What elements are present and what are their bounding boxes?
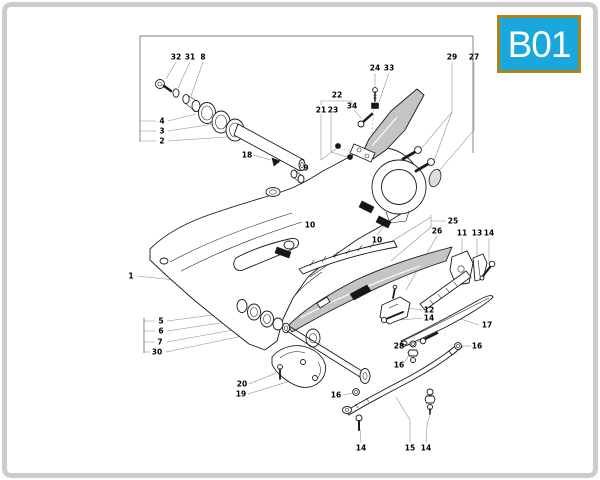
- chain-guide-assembly: [335, 87, 425, 163]
- leader-lines: [136, 61, 490, 444]
- part-label-14: 14: [484, 229, 494, 238]
- screw-24: [372, 87, 378, 102]
- drawing-code-badge: B01: [497, 15, 581, 73]
- part-label-18: 18: [242, 151, 252, 160]
- part-label-2: 2: [159, 137, 164, 146]
- part-label-16: 16: [394, 361, 404, 370]
- chain-sliders: [287, 240, 453, 333]
- part-label-27: 27: [469, 53, 479, 62]
- part-label-7: 7: [157, 338, 162, 347]
- part-label-6: 6: [158, 327, 163, 336]
- brake-stay-bracket: [449, 250, 496, 286]
- part-label-25: 25: [448, 217, 458, 226]
- chain-adjuster: [379, 284, 411, 325]
- bushing-10-upper: [358, 200, 375, 214]
- bolt-20: [277, 364, 283, 380]
- part-label-8: 8: [200, 53, 205, 62]
- grease-nipple-18: [271, 157, 281, 167]
- gasket-27: [428, 168, 442, 188]
- part-label-16: 16: [331, 391, 341, 400]
- part-label-21: 21: [316, 106, 326, 115]
- part-label-28: 28: [394, 342, 404, 351]
- part-label-19: 19: [236, 390, 246, 399]
- part-label-26: 26: [432, 227, 442, 236]
- part-label-13: 13: [472, 229, 482, 238]
- part-label-33: 33: [384, 64, 394, 73]
- nut-33: [371, 102, 379, 109]
- part-label-22: 22: [332, 91, 342, 100]
- bushing-10-left: [274, 240, 295, 259]
- pin-21: [335, 143, 341, 149]
- part-label-32: 32: [171, 53, 181, 62]
- pivot-shaft-assembly: [155, 79, 306, 184]
- bolt-14-right: [479, 260, 496, 281]
- lower-chain-guard: [400, 295, 494, 348]
- drawing-code: B01: [507, 23, 572, 65]
- part-label-17: 17: [482, 321, 492, 330]
- part-label-14: 14: [424, 314, 434, 323]
- bottom-bolts-14: [355, 388, 436, 431]
- part-label-30: 30: [152, 348, 162, 357]
- part-label-5: 5: [158, 317, 163, 326]
- guard-bolt-28: [419, 331, 439, 345]
- diagram-frame: [139, 35, 474, 353]
- pivot-ring: [371, 159, 427, 224]
- pivot-clamp-bolts: [401, 146, 435, 173]
- pin-23: [347, 154, 353, 160]
- part-label-4: 4: [159, 117, 164, 126]
- part-label-3: 3: [159, 127, 164, 136]
- bushing-9: [290, 169, 305, 184]
- swingarm-body: [149, 146, 427, 351]
- part-label-11: 11: [457, 229, 467, 238]
- washers-16: [352, 340, 462, 396]
- part-label-12: 12: [424, 306, 434, 315]
- bushing-10-lower: [375, 215, 392, 229]
- part-label-34: 34: [347, 102, 357, 111]
- part-label-29: 29: [447, 53, 457, 62]
- part-label-9: 9: [303, 164, 308, 173]
- rear-bearing-stack: [236, 299, 371, 384]
- part-label-20: 20: [237, 380, 247, 389]
- chain-guard-bracket: [271, 345, 327, 388]
- part-label-14: 14: [356, 444, 366, 453]
- part-label-23: 23: [328, 106, 338, 115]
- part-label-10: 10: [305, 221, 315, 230]
- chain-rail: [419, 270, 472, 311]
- part-label-14: 14: [421, 444, 431, 453]
- part-label-24: 24: [370, 64, 380, 73]
- part-label-1: 1: [128, 272, 133, 281]
- bolt-34: [357, 112, 374, 128]
- part-label-10: 10: [372, 236, 382, 245]
- part-label-16: 16: [472, 342, 482, 351]
- part-label-15: 15: [405, 444, 415, 453]
- part-label-31: 31: [185, 53, 195, 62]
